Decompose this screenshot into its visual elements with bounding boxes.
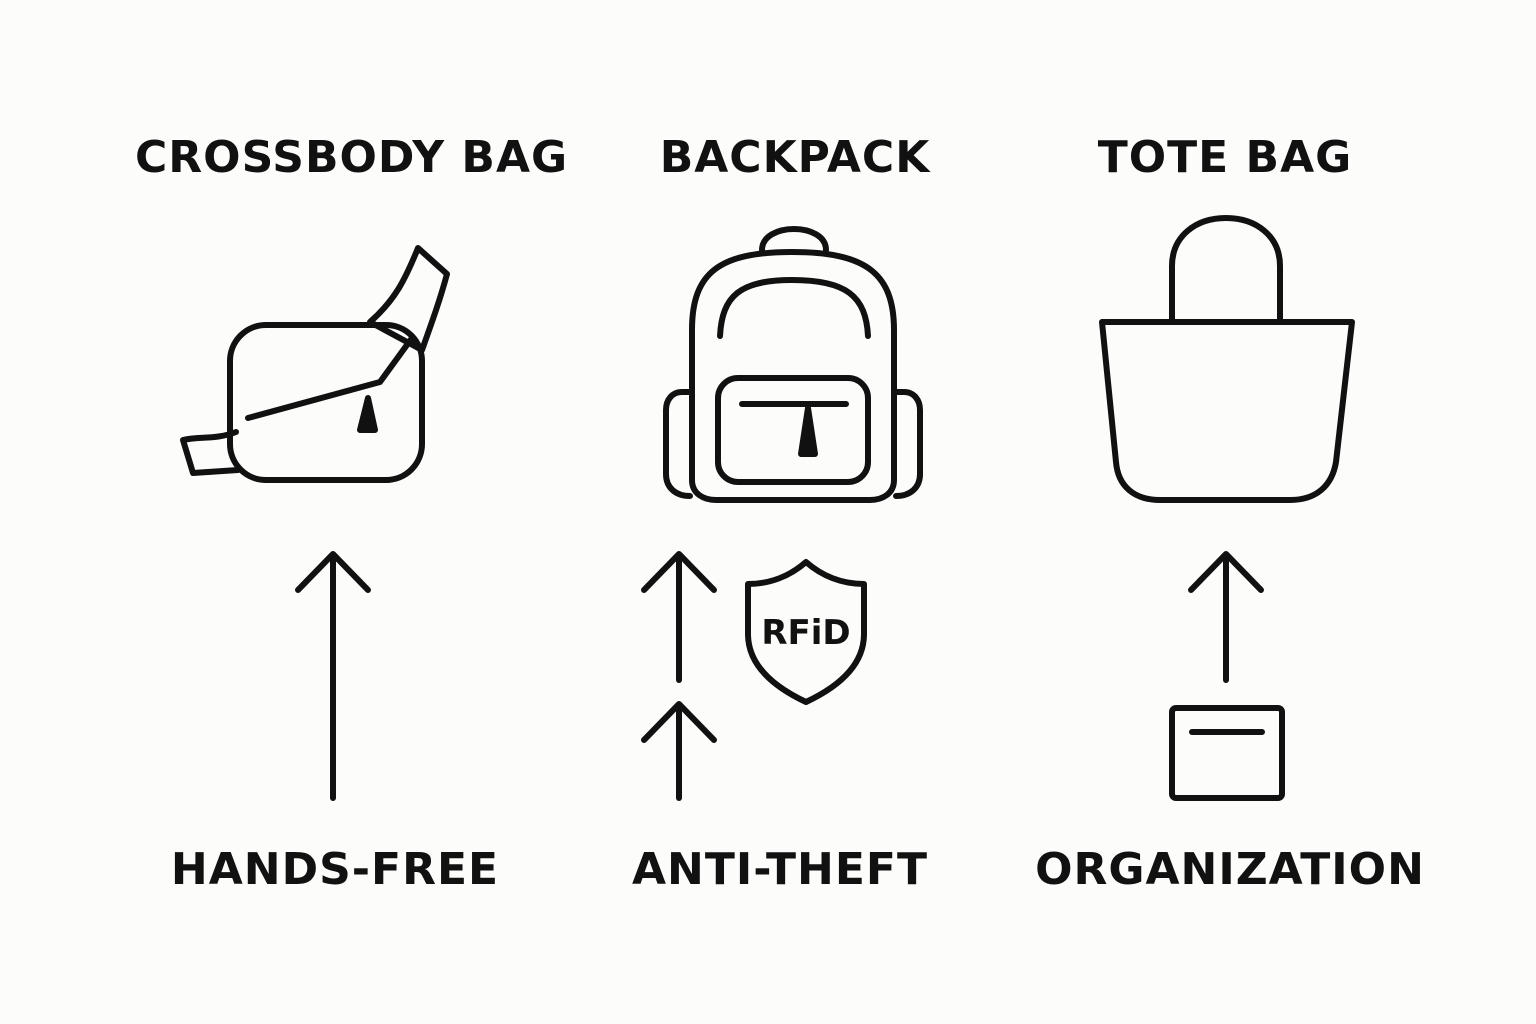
tote-bag-icon — [1099, 215, 1355, 503]
tote-bag-title: TOTE BAG — [1097, 132, 1353, 183]
backpack-title: BACKPACK — [659, 132, 931, 183]
crossbody-bag-title: CROSSBODY BAG — [135, 132, 569, 183]
crossbody-bag-icon — [180, 245, 450, 483]
organization-label: ORGANIZATION — [1035, 844, 1425, 895]
rfid-shield-icon — [745, 559, 867, 705]
backpack-icon — [663, 226, 923, 503]
anti-theft-double-arrow-up-icon — [641, 551, 717, 801]
hands-free-label: HANDS-FREE — [170, 844, 500, 895]
organizer-pouch-icon — [1169, 705, 1285, 801]
hands-free-arrow-up-icon — [295, 551, 371, 801]
organization-arrow-up-icon — [1188, 551, 1264, 683]
rfid-badge-label: RFiD — [761, 613, 850, 653]
anti-theft-label: ANTI-THEFT — [631, 844, 929, 895]
